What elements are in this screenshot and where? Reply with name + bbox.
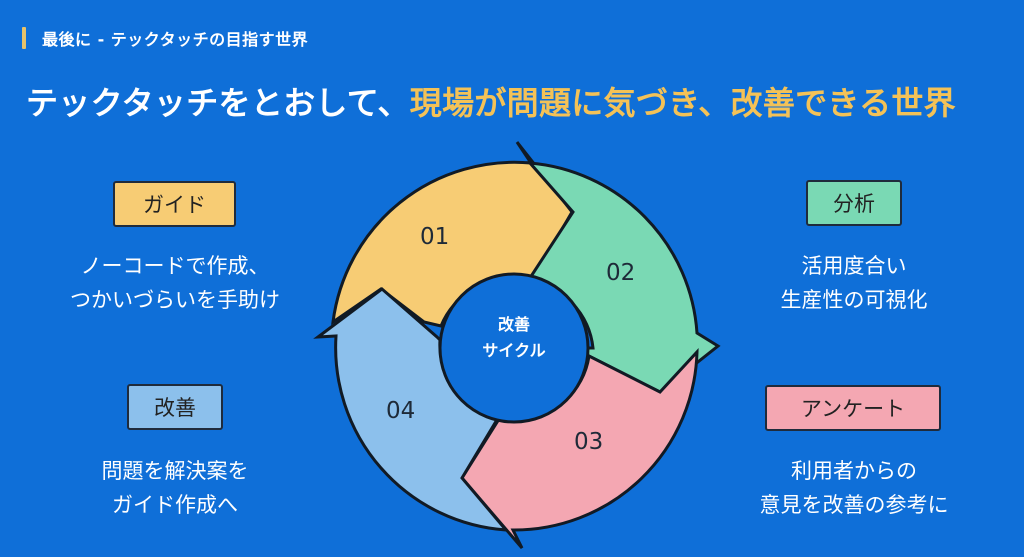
desc-guide-line2: つかいづらいを手助け [70, 288, 280, 312]
cycle-center-label: 改善 サイクル [454, 312, 574, 364]
desc-analysis: 活用度合い 生産性の可視化 [714, 249, 994, 317]
label-guide: ガイド [113, 181, 236, 227]
desc-survey-line2: 意見を改善の参考に [759, 493, 949, 517]
segment-number-04: 04 [386, 398, 415, 424]
desc-guide: ノーコードで作成、 つかいづらいを手助け [20, 249, 330, 317]
center-label-line1: 改善 [497, 315, 530, 334]
desc-improvement-line1: 問題を解決案を [101, 459, 249, 483]
desc-survey-line1: 利用者からの [791, 459, 917, 483]
segment-number-01: 01 [420, 224, 449, 250]
label-survey: アンケート [765, 385, 941, 431]
cycle-center-hub [438, 272, 590, 424]
section-title: 最後に - テックタッチの目指す世界 [42, 30, 309, 49]
section-accent-bar [22, 27, 26, 49]
desc-improvement: 問題を解決案を ガイド作成へ [20, 454, 330, 522]
desc-survey: 利用者からの 意見を改善の参考に [714, 454, 994, 522]
desc-analysis-line2: 生産性の可視化 [780, 288, 928, 312]
desc-analysis-line1: 活用度合い [801, 254, 907, 278]
label-analysis: 分析 [806, 180, 902, 226]
center-label-line2: サイクル [482, 341, 546, 360]
segment-number-02: 02 [606, 260, 635, 286]
desc-guide-line1: ノーコードで作成、 [80, 254, 270, 278]
segment-number-03: 03 [574, 429, 603, 455]
section-header: 最後に - テックタッチの目指す世界 [22, 27, 308, 49]
label-improvement: 改善 [127, 384, 223, 430]
headline-highlight: 現場が問題に気づき、改善できる世界 [409, 84, 956, 122]
headline-prefix: テックタッチをとおして、 [26, 84, 410, 122]
desc-improvement-line2: ガイド作成へ [112, 493, 238, 517]
headline: テックタッチをとおして、現場が問題に気づき、改善できる世界 [26, 78, 956, 124]
